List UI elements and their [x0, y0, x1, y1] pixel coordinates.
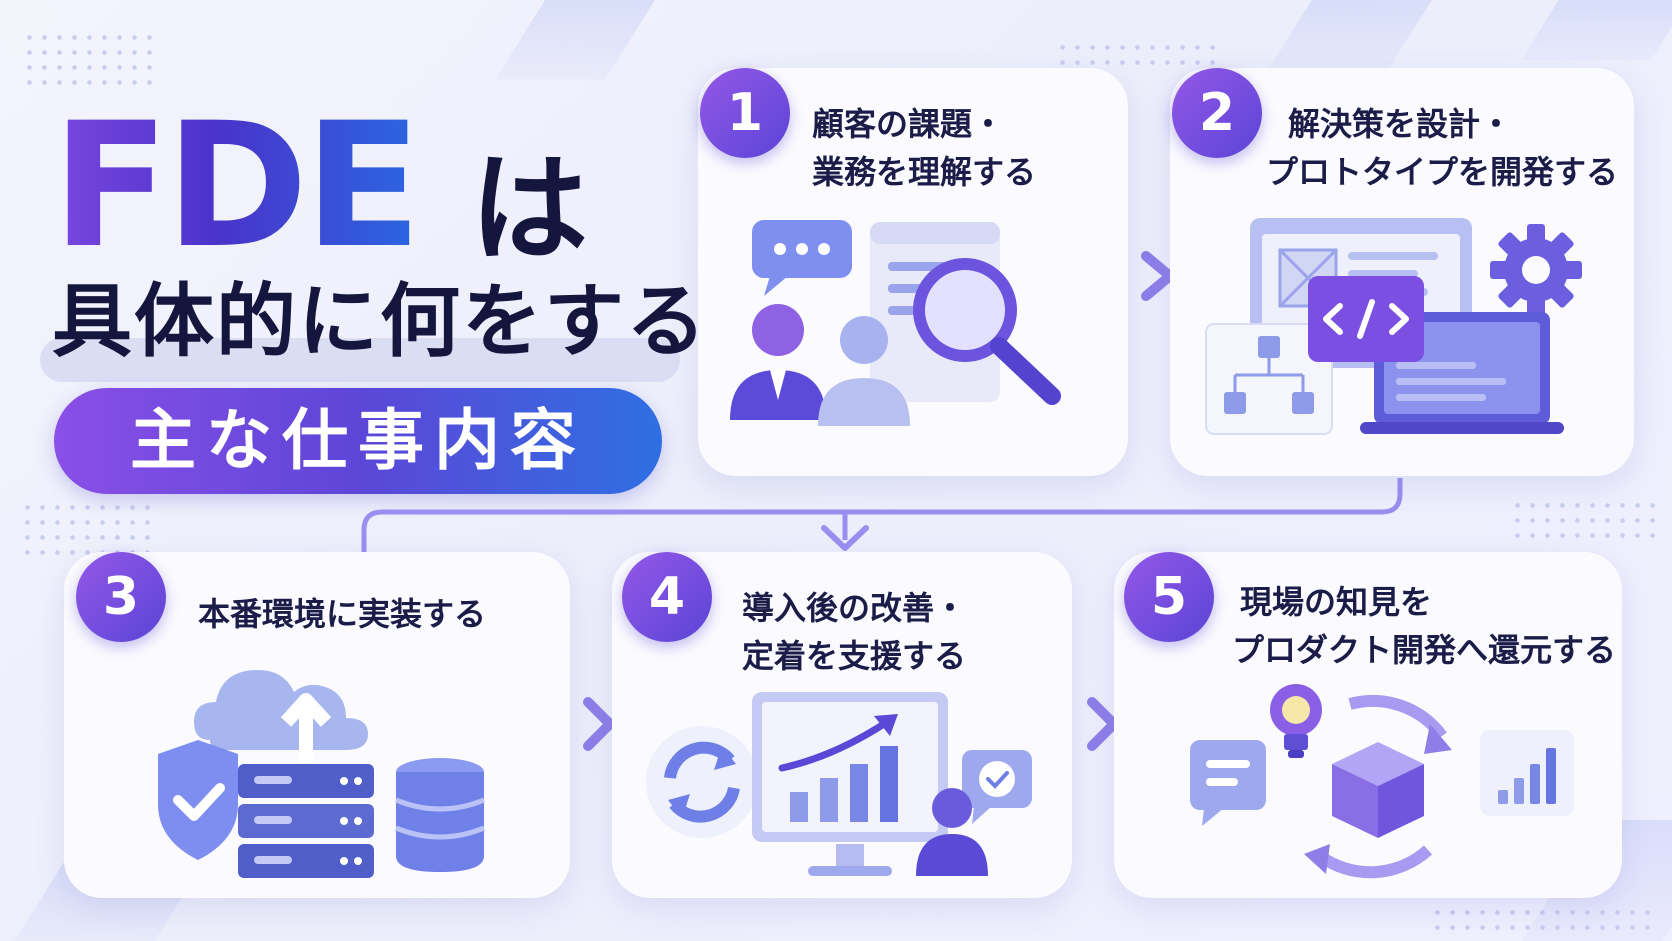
- arrow-3-to-4-head: [583, 697, 615, 751]
- step-badge-5: 5: [1124, 552, 1214, 642]
- magnifier-icon: [913, 258, 1061, 405]
- user-icon: [916, 788, 988, 876]
- step-illustration-4: [646, 692, 1032, 876]
- note-bubble-icon: [1190, 740, 1266, 826]
- section-pill: 主な仕事内容: [54, 388, 662, 494]
- shield-check-icon: [158, 740, 238, 860]
- step-badge-4: 4: [622, 552, 712, 642]
- cycle-arrows-icon: [1304, 694, 1452, 879]
- step-illustration-1: [730, 220, 1061, 426]
- subtitle: 具体的に何をする？: [52, 275, 790, 368]
- check-bubble-icon: [962, 750, 1032, 824]
- step-badge-3: 3: [76, 552, 166, 642]
- chat-bubble-icon: [752, 220, 852, 296]
- code-icon: [1308, 276, 1424, 362]
- row-connector: [361, 478, 1403, 552]
- step-badge-1: 1: [700, 68, 790, 158]
- title-fde: FDE: [52, 85, 422, 286]
- bg-dots: [1510, 498, 1660, 548]
- growth-chart-monitor-icon: [752, 692, 948, 876]
- refresh-icon: [646, 726, 758, 838]
- step-badge-2: 2: [1172, 68, 1262, 158]
- bar-chart-icon: [1480, 730, 1574, 816]
- row-connector-head: [821, 525, 869, 551]
- step-text-4: 導入後の改善・ 定着を支援する: [742, 589, 967, 675]
- step-illustration-5: [1190, 684, 1574, 879]
- cloud-upload-icon: [194, 670, 368, 764]
- bg-dots: [1055, 40, 1215, 70]
- database-icon: [395, 758, 485, 872]
- server-icon: [238, 764, 374, 878]
- bg-dots: [1430, 905, 1660, 935]
- subtitle-underlay: [40, 338, 680, 382]
- lightbulb-icon: [1270, 684, 1322, 758]
- step-text-5: 現場の知見を プロダクト開発へ還元する: [1232, 583, 1617, 669]
- step-illustration-2: [1205, 218, 1582, 435]
- step-illustration-3: [158, 670, 485, 878]
- cube-icon: [1332, 742, 1424, 838]
- bg-dots: [20, 500, 150, 560]
- step-text-2: 解決策を設計・ プロトタイプを開発する: [1266, 105, 1619, 191]
- flowchart-icon: [1205, 323, 1333, 435]
- title-particle: は: [470, 140, 589, 278]
- consultant-icon: [730, 304, 826, 420]
- gear-icon: [1490, 224, 1582, 316]
- step-text-1: 顧客の課題・ 業務を理解する: [812, 105, 1037, 191]
- customer-icon: [818, 316, 910, 426]
- section-pill-label: 主な仕事内容: [130, 402, 586, 479]
- bg-dots: [22, 30, 157, 90]
- step-text-3: 本番環境に実装する: [198, 595, 487, 633]
